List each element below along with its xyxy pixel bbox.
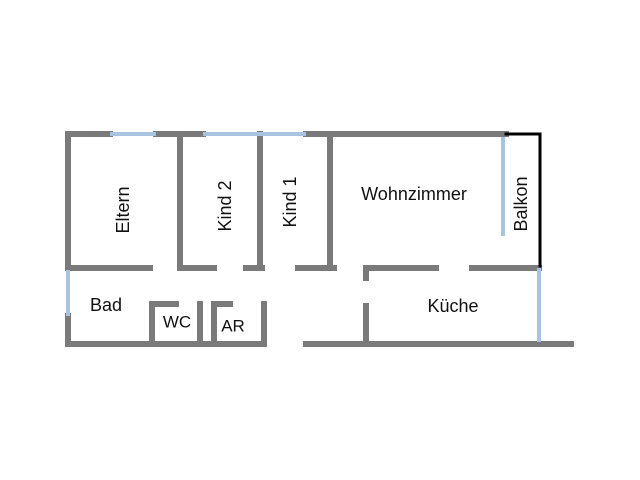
room-labels: Eltern Kind 2 Kind 1 Wohnzimmer Balkon B… — [90, 176, 531, 335]
room-label-kind2: Kind 2 — [215, 180, 235, 231]
room-label-eltern: Eltern — [113, 186, 133, 233]
room-label-kind1: Kind 1 — [280, 176, 300, 227]
room-label-wohnzimmer: Wohnzimmer — [361, 184, 467, 204]
balcony-railing — [504, 132, 542, 268]
room-label-wc: WC — [163, 313, 191, 332]
windows — [66, 132, 541, 342]
room-label-kueche: Küche — [427, 296, 478, 316]
room-label-balkon: Balkon — [511, 176, 531, 231]
room-label-bad: Bad — [90, 295, 122, 315]
room-label-ar: AR — [221, 317, 245, 336]
walls — [65, 131, 574, 347]
